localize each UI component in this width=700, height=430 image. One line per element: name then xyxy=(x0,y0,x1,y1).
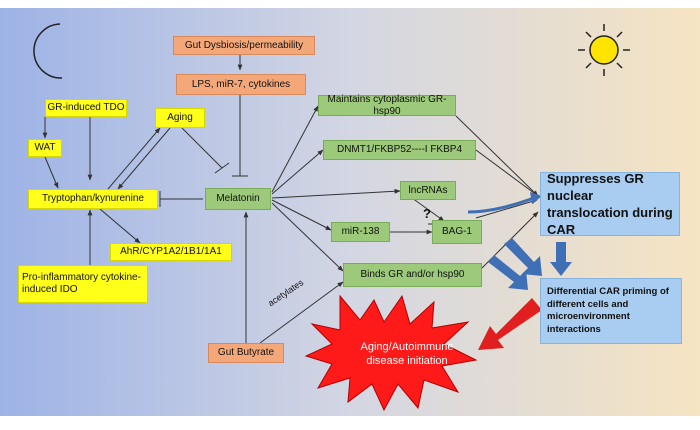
node-aging: Aging xyxy=(155,108,205,128)
node-dnmt1-fkbp: DNMT1/FKBP52----I FKBP4 xyxy=(323,140,476,160)
node-gr-induced-tdo: GR-induced TDO xyxy=(45,99,127,117)
node-wat-label: WAT xyxy=(34,142,56,153)
node-tryptophan-kynurenine: Tryptophan/kynurenine xyxy=(28,189,158,209)
node-differential-car-priming: Differential CAR priming of different ce… xyxy=(540,278,682,344)
node-suppresses-gr-translocation-label: Suppresses GR nuclear translocation duri… xyxy=(547,171,673,237)
node-lps-mir7-cytokines: LPS, miR-7, cytokines xyxy=(176,74,306,95)
node-ahr-cyp: AhR/CYP1A2/1B1/1A1 xyxy=(110,243,232,261)
node-gr-induced-tdo-label: GR-induced TDO xyxy=(47,102,125,113)
node-bag-1-label: BAG-1 xyxy=(441,226,472,237)
starburst-label: Aging/Autoimmune disease initiation xyxy=(360,341,454,367)
sun-icon xyxy=(578,24,630,76)
question-mark-label: ? xyxy=(423,206,431,221)
node-wat: WAT xyxy=(28,139,62,157)
node-maintains-gr-hsp90-label: Maintains cytoplasmic GR-hsp90 xyxy=(327,93,447,117)
blue-block-arrow xyxy=(488,238,572,290)
node-dnmt1-fkbp-label: DNMT1/FKBP52----I FKBP4 xyxy=(336,144,463,155)
node-tryptophan-kynurenine-label: Tryptophan/kynurenine xyxy=(42,193,144,204)
node-lncrnas: lncRNAs xyxy=(400,181,456,200)
connector-lines xyxy=(42,55,539,344)
node-pro-inflammatory-label: Pro-inflammatory cytokine-induced IDO xyxy=(22,272,141,295)
node-gut-dysbiosis-label: Gut Dysbiosis/permeability xyxy=(184,39,304,51)
node-gut-butyrate: Gut Butyrate xyxy=(208,343,284,363)
node-lps-mir7-cytokines-label: LPS, miR-7, cytokines xyxy=(191,78,291,90)
curved-arrow xyxy=(467,196,535,214)
node-ahr-cyp-label: AhR/CYP1A2/1B1/1A1 xyxy=(120,246,222,257)
node-melatonin: Melatonin xyxy=(205,188,271,210)
node-lncrnas-label: lncRNAs xyxy=(408,184,448,196)
node-binds-gr-hsp90-label: Binds GR and/or hsp90 xyxy=(360,269,465,280)
node-bag-1: BAG-1 xyxy=(432,220,482,244)
node-binds-gr-hsp90: Binds GR and/or hsp90 xyxy=(343,263,482,287)
node-suppresses-gr-translocation: Suppresses GR nuclear translocation duri… xyxy=(540,171,680,237)
node-differential-car-priming-label: Differential CAR priming of different ce… xyxy=(547,286,669,335)
node-melatonin-label: Melatonin xyxy=(216,193,260,204)
moon-icon xyxy=(33,23,63,79)
node-mir-138-label: miR-138 xyxy=(341,226,380,237)
red-block-arrow xyxy=(478,298,542,350)
aging-starburst xyxy=(304,294,478,412)
node-gut-butyrate-label: Gut Butyrate xyxy=(217,347,275,358)
node-maintains-gr-hsp90: Maintains cytoplasmic GR-hsp90 xyxy=(318,93,456,117)
node-mir-138: miR-138 xyxy=(331,222,390,242)
node-gut-dysbiosis: Gut Dysbiosis/permeability xyxy=(173,36,315,55)
node-aging-label: Aging xyxy=(167,112,193,123)
node-pro-inflammatory: Pro-inflammatory cytokine-induced IDO xyxy=(18,265,148,303)
